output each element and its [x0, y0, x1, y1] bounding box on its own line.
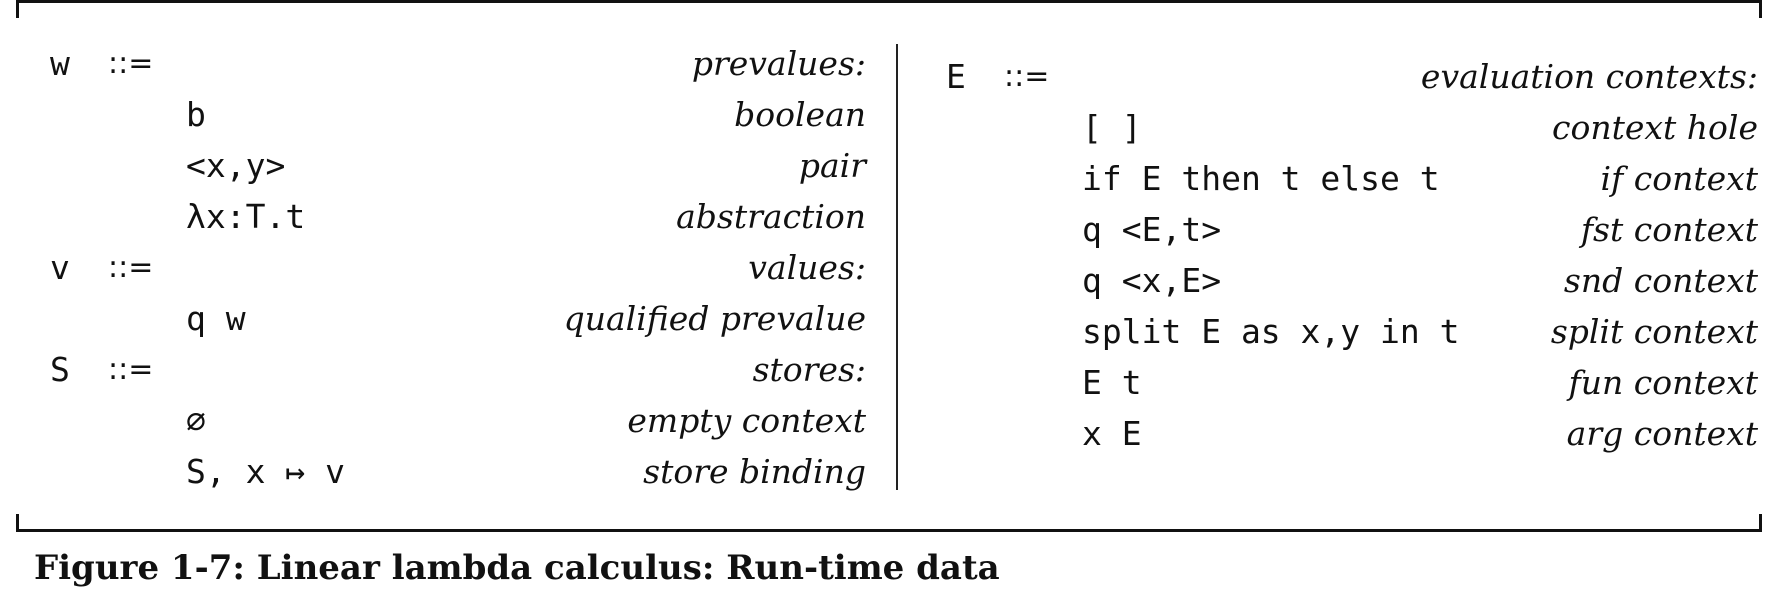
frame-corner-tick	[16, 0, 19, 18]
grammar-row: ∅ empty context	[50, 397, 866, 448]
production: b	[186, 95, 206, 134]
description: stores:	[752, 350, 866, 389]
description: abstraction	[676, 197, 866, 236]
figure-caption: Figure 1-7: Linear lambda calculus: Run-…	[34, 548, 1000, 588]
definer: ::=	[108, 46, 154, 81]
description: qualified prevalue	[563, 299, 866, 338]
production: split E as x,y in t	[1082, 312, 1460, 351]
grammar-row: b boolean	[50, 91, 866, 142]
figure-frame	[16, 0, 1762, 532]
grammar-row: S::= stores:	[50, 346, 866, 397]
description: empty context	[627, 401, 866, 440]
right-grammar: E::= evaluation contexts: [ ] context hole…	[946, 53, 1758, 461]
grammar-row: <x,y> pair	[50, 142, 866, 193]
frame-corner-tick	[16, 514, 19, 532]
description: snd context	[1563, 261, 1758, 300]
grammar-row: λx:T.t abstraction	[50, 193, 866, 244]
description: store binding	[643, 452, 866, 491]
grammar-row: [ ] context hole	[946, 104, 1758, 155]
frame-corner-tick	[1759, 514, 1762, 532]
nonterminal: v	[50, 248, 70, 287]
column-divider	[896, 44, 898, 490]
production: λx:T.t	[186, 197, 306, 236]
production: E t	[1082, 363, 1142, 402]
nonterminal: w	[50, 44, 70, 83]
grammar-row: split E as x,y in t split context	[946, 308, 1758, 359]
left-grammar: w::= prevalues: b boolean <x,y> pair λx:T.t…	[50, 40, 866, 499]
definer: ::=	[108, 352, 154, 387]
grammar-row: q w qualified prevalue	[50, 295, 866, 346]
description: boolean	[734, 95, 866, 134]
nonterminal: S	[50, 350, 70, 389]
production: S, x ↦ v	[186, 452, 345, 491]
grammar-row: q <E,t> fst context	[946, 206, 1758, 257]
grammar-row: if E then t else t if context	[946, 155, 1758, 206]
description: context hole	[1552, 108, 1758, 147]
description: fst context	[1580, 210, 1758, 249]
definer: ::=	[108, 250, 154, 285]
definer: ::=	[1004, 59, 1050, 94]
frame-corner-tick	[1759, 0, 1762, 18]
production: ∅	[186, 401, 206, 440]
nonterminal: E	[946, 57, 966, 96]
description: evaluation contexts:	[1420, 57, 1758, 96]
description: prevalues:	[691, 44, 866, 83]
production: if E then t else t	[1082, 159, 1440, 198]
grammar-row: q <x,E> snd context	[946, 257, 1758, 308]
description: split context	[1550, 312, 1758, 351]
description: arg context	[1566, 414, 1758, 453]
grammar-row: S, x ↦ v store binding	[50, 448, 866, 499]
production: x E	[1082, 414, 1142, 453]
grammar-row: E t fun context	[946, 359, 1758, 410]
production: [ ]	[1082, 108, 1142, 147]
production: q <x,E>	[1082, 261, 1222, 300]
production: <x,y>	[186, 146, 286, 185]
description: fun context	[1568, 363, 1758, 402]
production: q w	[186, 299, 246, 338]
grammar-row: w::= prevalues:	[50, 40, 866, 91]
production: q <E,t>	[1082, 210, 1222, 249]
description: pair	[798, 146, 866, 185]
grammar-row: E::= evaluation contexts:	[946, 53, 1758, 104]
description: values:	[748, 248, 866, 287]
frame-bottom-rule	[16, 529, 1762, 532]
frame-top-rule	[16, 0, 1762, 3]
description: if context	[1600, 159, 1758, 198]
grammar-row: v::= values:	[50, 244, 866, 295]
grammar-row: x E arg context	[946, 410, 1758, 461]
